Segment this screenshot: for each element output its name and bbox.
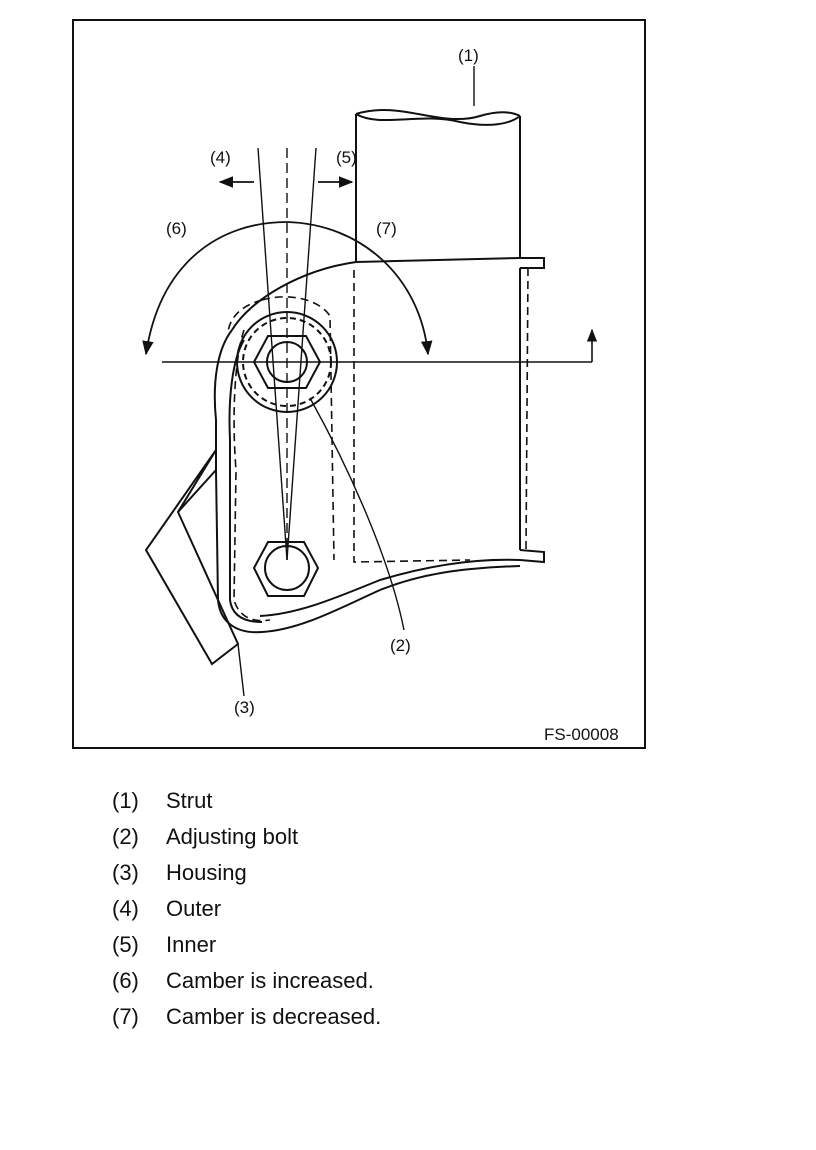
callout-4: (4) (210, 148, 231, 167)
figure-id: FS-00008 (544, 725, 619, 744)
legend-text: Strut (166, 788, 213, 813)
legend-item: (6) Camber is increased. (112, 966, 381, 1002)
camber-adjustment-diagram: (1) (4) (5) (6) (7) (2) (3) FS-00008 (72, 19, 646, 749)
legend-number: (5) (112, 932, 139, 957)
strut-bracket (231, 257, 545, 617)
legend-text: Inner (166, 932, 217, 957)
camber-angle-lines (257, 147, 317, 561)
housing (144, 329, 521, 666)
callout-2: (2) (390, 636, 411, 655)
figure-frame (72, 19, 646, 749)
leader-lines (237, 66, 475, 697)
legend-text: Camber is increased. (166, 968, 374, 993)
legend-number: (1) (112, 788, 139, 813)
legend-item: (1) Strut (112, 786, 381, 822)
legend-number: (3) (112, 860, 139, 885)
legend-number: (4) (112, 896, 139, 921)
strut (355, 109, 521, 262)
legend-item: (5) Inner (112, 930, 381, 966)
legend-text: Adjusting bolt (166, 824, 299, 849)
reference-line (162, 328, 598, 363)
legend-number: (6) (112, 968, 139, 993)
legend-text: Outer (166, 896, 222, 921)
legend-number: (2) (112, 824, 139, 849)
callout-3: (3) (234, 698, 255, 717)
legend-item: (3) Housing (112, 858, 381, 894)
camber-decrease-arrow (286, 221, 433, 356)
camber-increase-arrow (142, 221, 288, 356)
legend-item: (2) Adjusting bolt (112, 822, 381, 858)
legend-text: Housing (166, 860, 247, 885)
callout-6: (6) (166, 219, 187, 238)
callout-7: (7) (376, 219, 397, 238)
legend-item: (7) Camber is decreased. (112, 1002, 381, 1038)
legend-number: (7) (112, 1004, 139, 1029)
legend-text: Camber is decreased. (166, 1004, 382, 1029)
callout-5: (5) (336, 148, 357, 167)
callout-1: (1) (458, 46, 479, 65)
legend-list: (1) Strut (2) Adjusting bolt (3) Housing (4… (112, 786, 381, 1038)
legend-item: (4) Outer (112, 894, 381, 930)
